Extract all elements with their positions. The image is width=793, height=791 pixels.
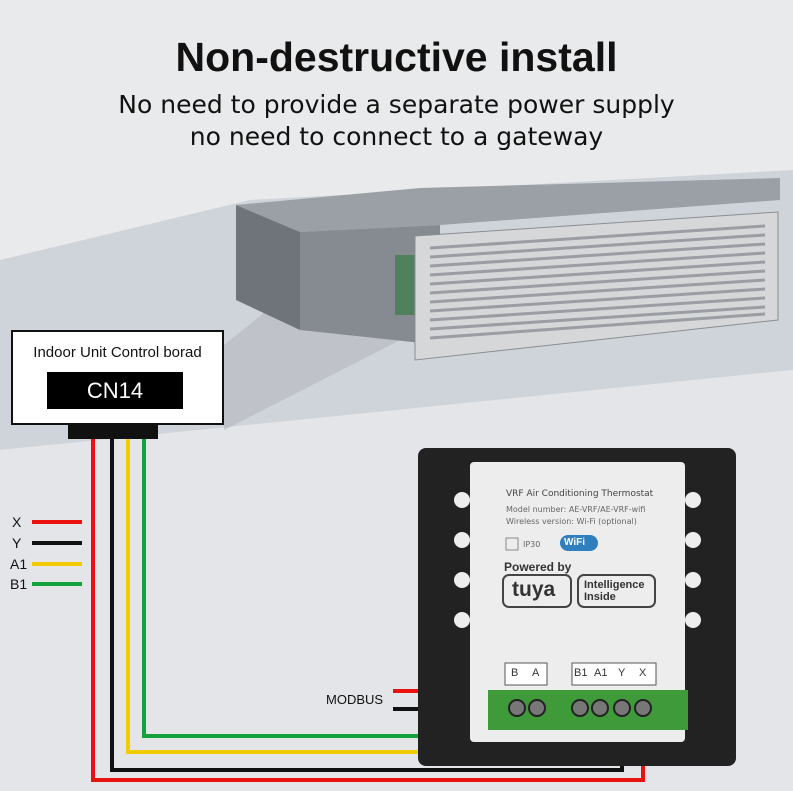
legend-label-x: X — [12, 514, 22, 530]
device-model: Model number: AE-VRF/AE-VRF-wifi — [506, 505, 646, 514]
legend-label-y: Y — [12, 535, 22, 551]
cn14-connector-label: CN14 — [47, 372, 183, 409]
terminal-label-a: A — [532, 667, 540, 679]
terminal-label-b1: B1 — [574, 667, 588, 679]
page-title: Non-destructive install — [175, 34, 618, 80]
subtitle-line-1: No need to provide a separate power supp… — [118, 90, 675, 119]
device-title: VRF Air Conditioning Thermostat — [506, 489, 654, 499]
device-wireless: Wireless version: Wi-Fi (optional) — [506, 517, 637, 526]
terminal-label-x: X — [639, 667, 647, 679]
subtitle-line-2: no need to connect to a gateway — [189, 122, 604, 151]
ip-rating: IP30 — [523, 540, 541, 549]
control-board-box: Indoor Unit Control borad CN14 — [11, 330, 224, 425]
legend-label-a1: A1 — [10, 556, 28, 572]
wifi-badge: WiFi — [564, 537, 586, 548]
tuya-logo: tuya — [512, 578, 556, 601]
thermostat-module — [418, 448, 736, 766]
indoor-unit-image — [236, 178, 780, 361]
control-board-label: Indoor Unit Control borad — [33, 344, 202, 361]
intelligence-inside-label: Intelligence Inside — [584, 579, 645, 603]
powered-by-label: Powered by — [504, 560, 572, 574]
terminal-label-b: B — [511, 667, 519, 679]
legend-label-b1: B1 — [10, 576, 28, 592]
terminal-label-a1: A1 — [594, 667, 608, 679]
terminal-label-y: Y — [618, 667, 626, 679]
modbus-label: MODBUS — [326, 692, 384, 707]
